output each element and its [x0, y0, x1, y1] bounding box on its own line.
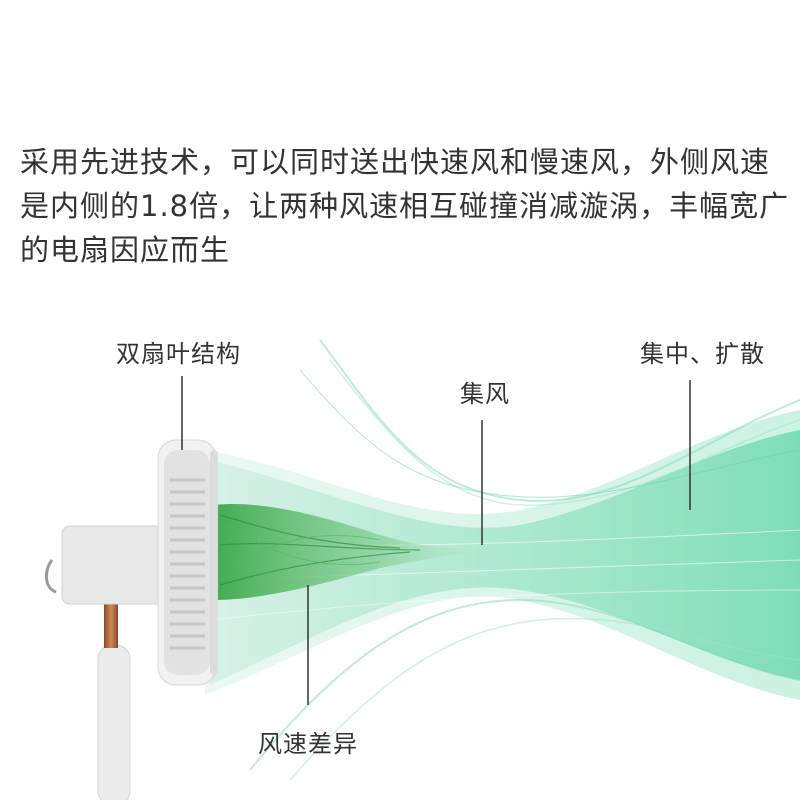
- headline-line-1: 采用先进技术，可以同时送出快速风和慢速风，外侧风速: [20, 145, 771, 179]
- focused-wind-label: 集风: [460, 380, 510, 408]
- headline-line-2: 是内侧的1.8倍，让两种风速相互碰撞消减漩涡，丰幅宽广: [20, 189, 790, 223]
- inner-airflow: [215, 504, 500, 600]
- headline-text: 采用先进技术，可以同时送出快速风和慢速风，外侧风速 是内侧的1.8倍，让两种风速…: [20, 140, 790, 272]
- dual-blade-label: 双扇叶结构: [116, 340, 241, 368]
- outer-airflow: [205, 339, 800, 781]
- airflow-svg: [45, 339, 800, 804]
- fan-airflow-illustration: 双扇叶结构 集风 集中、扩散 风速差异: [0, 300, 800, 804]
- headline-line-3: 的电扇因应而生: [20, 233, 231, 267]
- speed-difference-label: 风速差异: [258, 730, 358, 758]
- focus-diffuse-label: 集中、扩散: [640, 340, 765, 368]
- fan-icon: [45, 439, 218, 804]
